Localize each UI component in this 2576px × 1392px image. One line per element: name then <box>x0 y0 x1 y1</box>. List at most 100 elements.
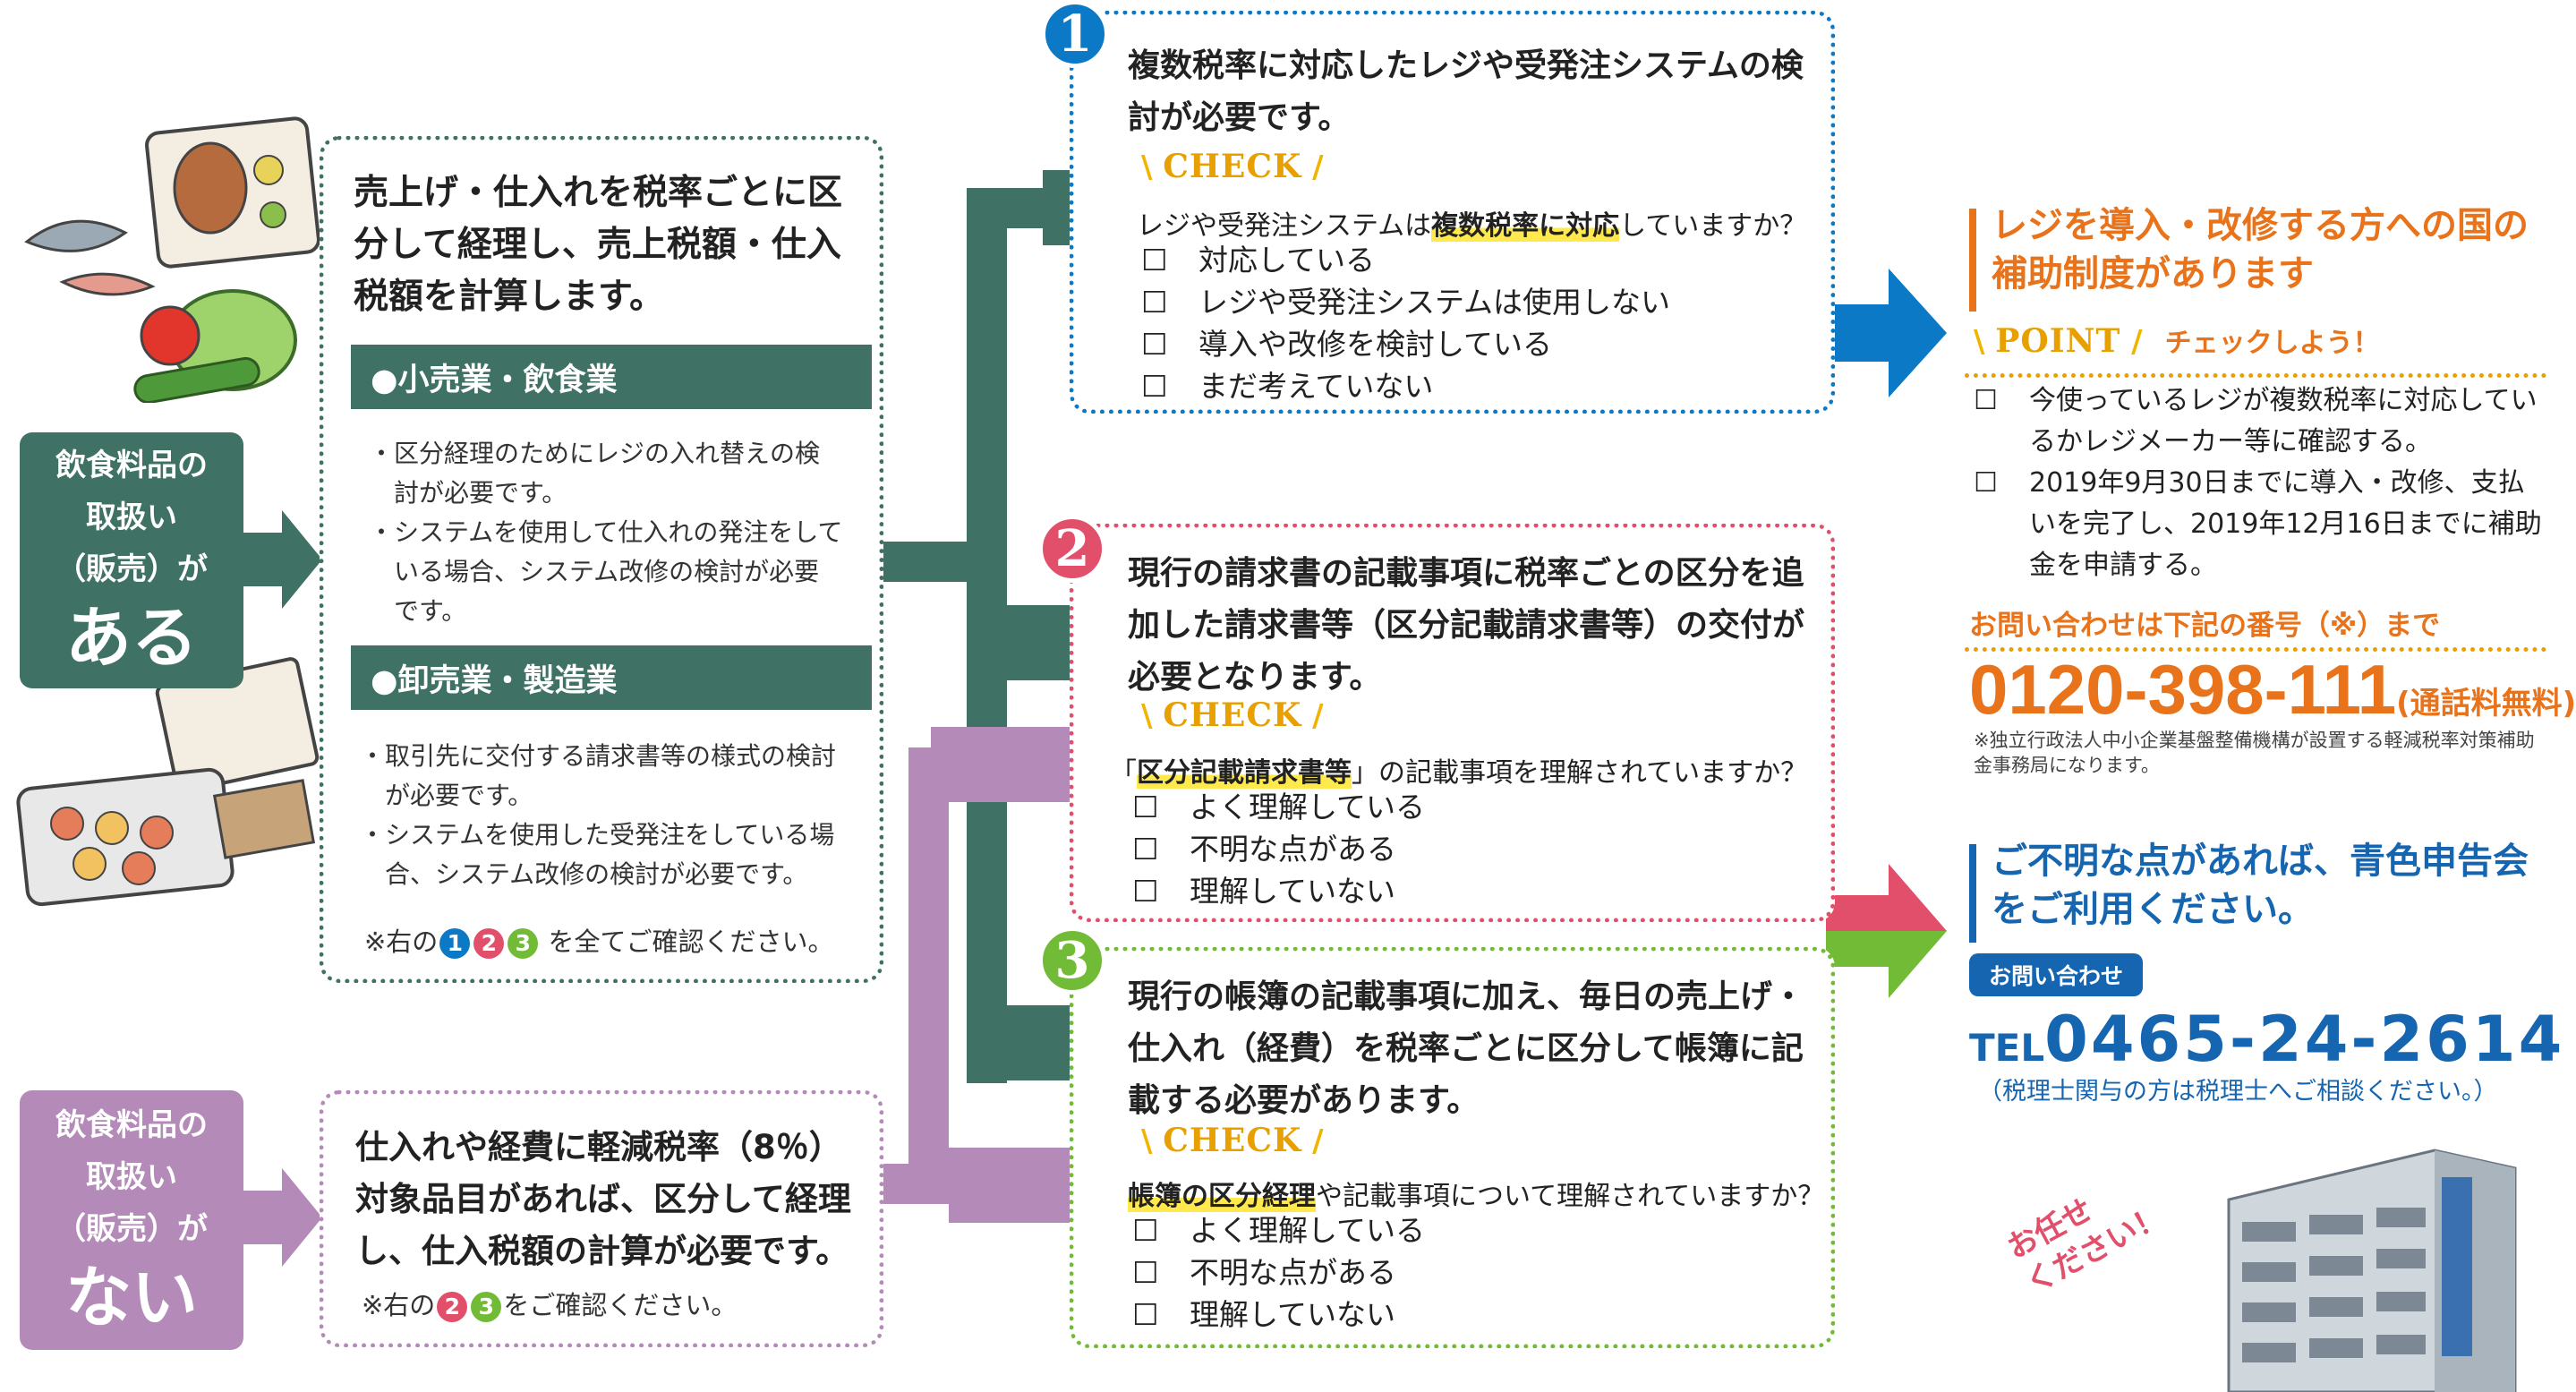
section-wholesale-bullets: ・取引先に交付する請求書等の様式の検討が必要です。 ・システムを使用した受発注を… <box>360 737 843 894</box>
checkbox-icon[interactable]: ☐ <box>1141 243 1168 278</box>
box-handling-no: 仕入れや経費に軽減税率（8％）対象品目があれば、区分して経理し、仕入税額の計算が… <box>320 1090 883 1347</box>
checkbox-icon[interactable]: ☐ <box>1132 1213 1159 1248</box>
checkbox-icon[interactable]: ☐ <box>1132 874 1159 909</box>
checkbox-icon[interactable]: ☐ <box>1132 1255 1159 1290</box>
check2-option-2[interactable]: ☐ 不明な点がある <box>1132 828 1813 870</box>
check3-question: 帳簿の区分経理や記載事項について理解されていますか？ <box>1128 1174 1835 1213</box>
option-label: 理解していない <box>1190 1297 1396 1332</box>
note-yes-prefix: ※右の <box>364 927 439 957</box>
check3-heading: 現行の帳簿の記載事項に加え、毎日の売上げ・仕入れ（経費）を税率ごとに区分して帳簿… <box>1128 978 1805 1119</box>
check2-ray-left: \ <box>1141 698 1164 734</box>
phone-number[interactable]: 0120-398-111 <box>1969 650 2397 729</box>
badge-3-no: 3 <box>471 1292 502 1322</box>
point-item-1-text: 今使っているレジが複数税率に対応しているかレジメーカー等に確認する。 <box>2029 385 2538 457</box>
tel-row: TEL0465-24-2614 <box>1969 1003 2564 1076</box>
note-no-suffix: をご確認ください。 <box>503 1290 738 1320</box>
checkbox-icon[interactable]: ☐ <box>1132 832 1159 867</box>
check3-option-2[interactable]: ☐ 不明な点がある <box>1132 1251 1813 1294</box>
note-yes-suffix: を全てご確認ください。 <box>548 927 834 957</box>
bullet-retail-2: ・システムを使用して仕入れの発注をしている場合、システム改修の検討が必要です。 <box>369 517 843 626</box>
check2-ray-right: / <box>1301 698 1324 734</box>
check1-option-2[interactable]: ☐ レジや受発注システムは使用しない <box>1141 281 1821 323</box>
check3-q-post: や記載事項について理解されていますか？ <box>1316 1181 1825 1212</box>
building-illustration <box>2227 1149 2517 1392</box>
point-ray-right: / <box>2120 324 2143 360</box>
check3-label: CHECK <box>1163 1122 1302 1159</box>
food-illustration-top <box>24 116 320 403</box>
check3-option-3[interactable]: ☐ 理解していない <box>1132 1294 1813 1336</box>
check2-label-row: \ CHECK / <box>1141 696 1324 734</box>
point-divider <box>1965 373 2546 378</box>
contact-badge: お問い合わせ <box>1969 953 2144 996</box>
bullet-retail-1: ・区分経理のためにレジの入れ替えの検討が必要です。 <box>369 439 821 508</box>
option-label: よく理解している <box>1190 790 1426 824</box>
note-no-prefix: ※右の <box>362 1290 436 1320</box>
box-handling-yes: 売上げ・仕入れを税率ごとに区分して経理し、売上税額・仕入税額を計算します。 ●小… <box>320 136 883 983</box>
tel-note: （税理士関与の方は税理士へご相談ください。） <box>1978 1078 2498 1106</box>
tag-handling-no: 飲食料品の 取扱い （販売）が ない <box>20 1090 243 1350</box>
point-row: \ POINT / チェックしよう！ <box>1974 320 2546 360</box>
point-item-1: ☐今使っているレジが複数税率に対応しているかレジメーカー等に確認する。 <box>1974 380 2546 463</box>
tag-yes-big: ある <box>65 600 198 677</box>
check3-option-1[interactable]: ☐ よく理解している <box>1132 1209 1813 1251</box>
option-label: 不明な点がある <box>1190 832 1396 867</box>
section-bar-retail: ●小売業・飲食業 <box>351 345 872 409</box>
option-label: よく理解している <box>1190 1213 1426 1248</box>
badge-2: 2 <box>473 928 505 959</box>
check1-option-3[interactable]: ☐導入や改修を検討している <box>1141 323 1821 365</box>
checkbox-icon[interactable]: ☐ <box>1141 327 1168 362</box>
tag-no-big: ない <box>65 1260 198 1336</box>
bullet-wholesale-2: ・システムを使用した受発注をしている場合、システム改修の検討が必要です。 <box>360 820 835 889</box>
check2-option-3[interactable]: ☐理解していない <box>1132 870 1813 912</box>
subsidy-accent-bar <box>1969 209 1976 312</box>
checkbox-icon: ☐ <box>1974 467 1998 499</box>
consult-heading: ご不明な点があれば、青色申告会をご利用ください。 <box>1992 841 2529 930</box>
point-item-2-text: 2019年9月30日までに導入・改修、支払いを完了し、2019年12月16日まで… <box>2029 467 2542 581</box>
check3-ray-right: / <box>1301 1123 1324 1159</box>
check1-q-pre: レジや受発注システムは <box>1137 210 1432 242</box>
check3-ray-left: \ <box>1141 1123 1164 1159</box>
check2-heading: 現行の請求書の記載事項に税率ごとの区分を追加した請求書等（区分記載請求書等）の交… <box>1128 555 1805 696</box>
badge-2-no: 2 <box>437 1292 468 1322</box>
number-1-icon: 1 <box>1041 0 1109 68</box>
check2-option-1[interactable]: ☐ よく理解している <box>1132 786 1813 828</box>
consult-panel: ご不明な点があれば、青色申告会をご利用ください。 お問い合わせ TEL0465-… <box>1965 837 2562 1106</box>
checkbox-icon[interactable]: ☐ <box>1141 285 1168 320</box>
section-retail-bullets: ・区分経理のためにレジの入れ替えの検討が必要です。 ・システムを使用して仕入れの… <box>369 434 843 631</box>
check3-q-mark: 帳簿の区分経理 <box>1128 1181 1316 1212</box>
check1-option-4[interactable]: ☐まだ考えていない <box>1141 365 1821 407</box>
number-3-icon: 3 <box>1038 927 1106 995</box>
checkbox-icon[interactable]: ☐ <box>1132 790 1159 824</box>
check2-q-post: 」の記載事項を理解されていますか？ <box>1352 757 1808 789</box>
badge-1: 1 <box>439 928 471 959</box>
check1-ray-left: \ <box>1141 149 1164 185</box>
tel-label: TEL <box>1969 1026 2045 1070</box>
consult-accent-bar <box>1969 844 1976 943</box>
point-item-2: ☐ 2019年9月30日までに導入・改修、支払いを完了し、2019年12月16日ま… <box>1974 463 2546 586</box>
phone-footnote: ※独立行政法人中小企業基盤整備機構が設置する軽減税率対策補助金事務局になります。 <box>1974 730 2535 776</box>
option-label: 対応している <box>1198 243 1376 278</box>
tel-number[interactable]: 0465-24-2614 <box>2044 1003 2565 1076</box>
bullet-wholesale-1: ・取引先に交付する請求書等の様式の検討が必要です。 <box>360 741 837 810</box>
number-2-icon: 2 <box>1038 515 1106 583</box>
check2-options: ☐ よく理解している ☐ 不明な点がある ☐理解していない <box>1132 786 1813 912</box>
contact-divider <box>1965 647 2546 652</box>
food-illustration-bottom <box>16 657 320 907</box>
check1-option-1[interactable]: ☐ 対応している <box>1141 239 1821 281</box>
point-ray-left: \ <box>1974 324 1996 360</box>
section-bar-wholesale: ●卸売業・製造業 <box>351 645 872 710</box>
check1-q-post: していますか？ <box>1619 210 1807 242</box>
tag-handling-yes: 飲食料品の 取扱い （販売）が ある <box>20 432 243 688</box>
checkbox-icon[interactable]: ☐ <box>1141 369 1168 404</box>
contact-line: お問い合わせは下記の番号（※）まで <box>1969 610 2441 642</box>
option-label: レジや受発注システムは使用しない <box>1198 285 1671 320</box>
checkbox-icon[interactable]: ☐ <box>1132 1297 1159 1332</box>
phone-note: (通話料無料) <box>2396 686 2576 722</box>
check1-heading: 複数税率に対応したレジや受発注システムの検討が必要です。 <box>1128 47 1804 136</box>
check2-label: CHECK <box>1163 696 1302 734</box>
option-label: 不明な点がある <box>1190 1255 1396 1290</box>
check1-question: レジや受発注システムは複数税率に対応していますか？ <box>1137 203 1835 243</box>
check-box-1: 複数税率に対応したレジや受発注システムの検討が必要です。 \ CHECK / レ… <box>1070 11 1835 414</box>
